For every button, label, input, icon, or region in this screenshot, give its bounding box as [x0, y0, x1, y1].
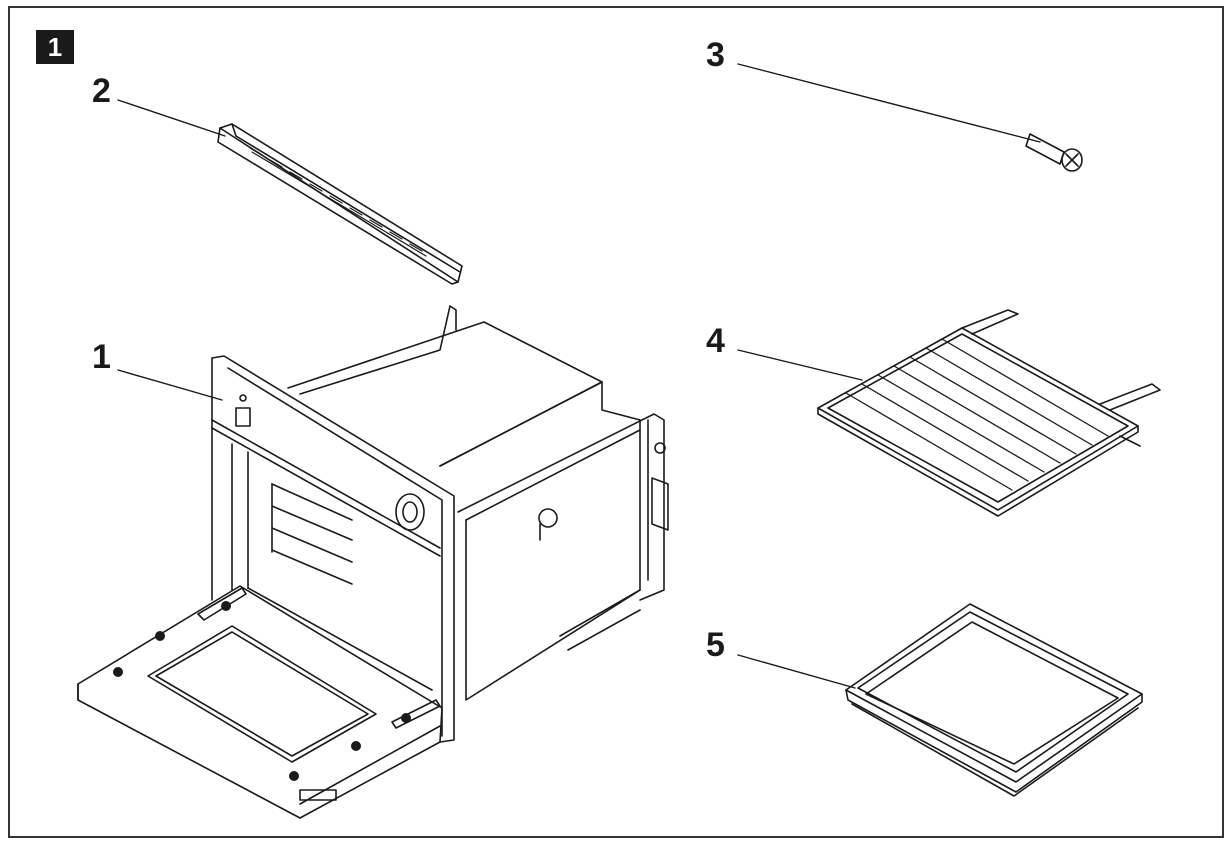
baking-tray-drawing	[845, 603, 1143, 797]
callout-3: 3	[706, 36, 725, 74]
leader-line-4	[737, 349, 863, 381]
leader-line-5	[737, 654, 856, 689]
leader-line-3	[737, 63, 1041, 143]
mounting-screw-drawing	[1025, 133, 1083, 172]
wire-grill-rack-drawing	[817, 309, 1161, 517]
ventilation-strip-drawing	[217, 123, 463, 285]
figure-number-badge: 1	[36, 30, 74, 64]
callout-1: 1	[92, 338, 111, 376]
leader-line-2	[117, 99, 226, 137]
oven-body-drawing	[77, 305, 669, 819]
leader-line-1	[117, 369, 223, 401]
leader-lines	[117, 63, 1041, 689]
callout-2: 2	[92, 72, 111, 110]
callout-4: 4	[706, 322, 725, 360]
callout-5: 5	[706, 626, 725, 664]
